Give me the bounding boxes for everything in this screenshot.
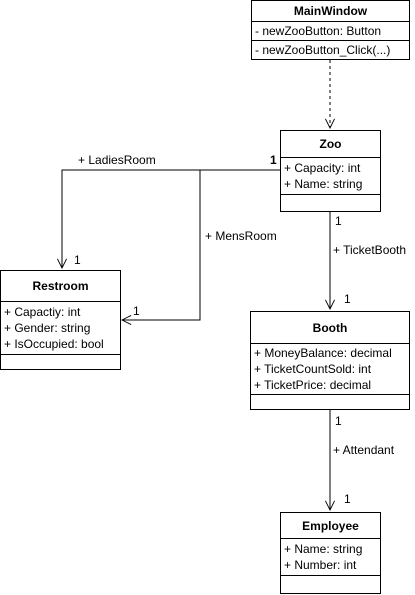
attribute: + Name: string xyxy=(284,177,363,191)
class-restroom[interactable]: Restroom + Capactiy: int + Gender: strin… xyxy=(0,270,121,370)
attributes-section: + Capactiy: int + Gender: string + IsOcc… xyxy=(1,302,120,355)
attributes-section: + MoneyBalance: decimal + TicketCountSol… xyxy=(251,344,409,395)
attribute: + Number: int xyxy=(284,558,357,572)
ladiesroom-role-label: + LadiesRoom xyxy=(78,153,156,167)
class-name: Restroom xyxy=(1,271,120,302)
attribute: + IsOccupied: bool xyxy=(4,337,104,351)
attribute: + Capacity: int xyxy=(284,161,361,175)
mensroom-target-multiplicity: 1 xyxy=(133,304,140,318)
attribute: - newZooButton: Button xyxy=(255,24,382,38)
attribute: + TicketPrice: decimal xyxy=(254,378,372,392)
attribute: + Gender: string xyxy=(4,321,91,335)
attendant-target-multiplicity: 1 xyxy=(344,492,351,506)
class-name: Employee xyxy=(281,513,380,539)
attribute: + Name: string xyxy=(284,542,363,556)
attributes-section: + Capacity: int + Name: string xyxy=(281,158,380,195)
attribute: + MoneyBalance: decimal xyxy=(254,346,392,360)
class-booth[interactable]: Booth + MoneyBalance: decimal + TicketCo… xyxy=(250,311,410,410)
association-ladiesroom xyxy=(62,169,280,268)
class-name: Booth xyxy=(251,312,409,344)
ticketbooth-source-multiplicity: 1 xyxy=(335,214,342,228)
class-name: MainWindow xyxy=(252,1,409,22)
class-name: Zoo xyxy=(281,131,380,158)
method: - newZooButton_Click(...) xyxy=(255,43,391,57)
attribute: + Capactiy: int xyxy=(4,305,81,319)
attendant-role-label: + Attendant xyxy=(333,443,395,457)
ticketbooth-target-multiplicity: 1 xyxy=(344,292,351,306)
mensroom-role-label: + MensRoom xyxy=(205,229,277,243)
attendant-source-multiplicity: 1 xyxy=(335,414,342,428)
attributes-section: + Name: string + Number: int xyxy=(281,539,380,576)
class-employee[interactable]: Employee + Name: string + Number: int xyxy=(280,512,381,594)
ladiesroom-source-multiplicity: 1 xyxy=(270,153,277,167)
ticketbooth-role-label: + TicketBooth xyxy=(333,243,407,257)
class-zoo[interactable]: Zoo + Capacity: int + Name: string xyxy=(280,130,381,212)
association-mensroom xyxy=(122,170,201,320)
methods-section: - newZooButton_Click(...) xyxy=(252,41,409,59)
class-mainwindow[interactable]: MainWindow - newZooButton: Button - newZ… xyxy=(251,0,410,60)
attributes-section: - newZooButton: Button xyxy=(252,22,409,41)
ladiesroom-target-multiplicity: 1 xyxy=(74,253,81,267)
attribute: + TicketCountSold: int xyxy=(254,362,372,376)
